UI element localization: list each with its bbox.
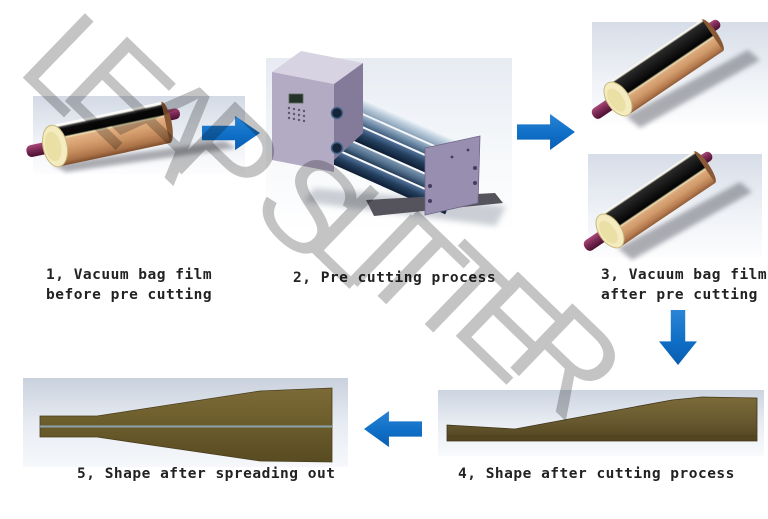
step-5-label: 5, Shape after spreading out (77, 466, 336, 482)
roll-core-inner (44, 131, 62, 162)
step-3-label: 3, Vacuum bag film after pre cutting (601, 267, 768, 303)
control-box-side (334, 63, 363, 160)
control-box-top (272, 51, 363, 84)
bearing-knob (330, 106, 344, 120)
step-2-label: 2, Pre cutting process (293, 270, 497, 286)
roller (330, 86, 475, 161)
roller (306, 139, 451, 215)
roll-shadow (52, 141, 236, 172)
pre-cutting-machine-graphic (266, 51, 512, 232)
roll-core-inner (607, 88, 626, 112)
film-roll-after-graphic-2 (583, 151, 762, 260)
cut-shape-graphic (438, 390, 764, 456)
vent-holes (287, 106, 306, 123)
roll-body (599, 151, 716, 247)
cut-film-profile (446, 396, 758, 442)
control-box (272, 51, 363, 172)
film-roll-after-graphic-1 (591, 19, 768, 128)
bearing-knob (330, 141, 344, 155)
arrow-left-icon (364, 411, 422, 447)
roll-body (50, 101, 170, 167)
arrow-right-icon (517, 114, 575, 150)
roll-shadow (626, 50, 760, 128)
spread-film-profile (39, 387, 333, 463)
roll-shadow (618, 182, 752, 260)
end-plate (424, 135, 481, 216)
step-4-label: 4, Shape after cutting process (458, 466, 735, 482)
roll-body (607, 19, 724, 115)
control-box-front (272, 72, 334, 172)
step-1-label: 1, Vacuum bag film before pre cutting (46, 267, 213, 303)
spread-shape-graphic (23, 378, 348, 467)
roll-core-inner (599, 220, 618, 244)
display-screen (288, 93, 304, 104)
arrow-down-icon (659, 310, 697, 365)
film-roll (26, 101, 181, 168)
film-roll (591, 19, 724, 119)
plate-bolts (428, 148, 477, 203)
film-roll (583, 151, 716, 251)
